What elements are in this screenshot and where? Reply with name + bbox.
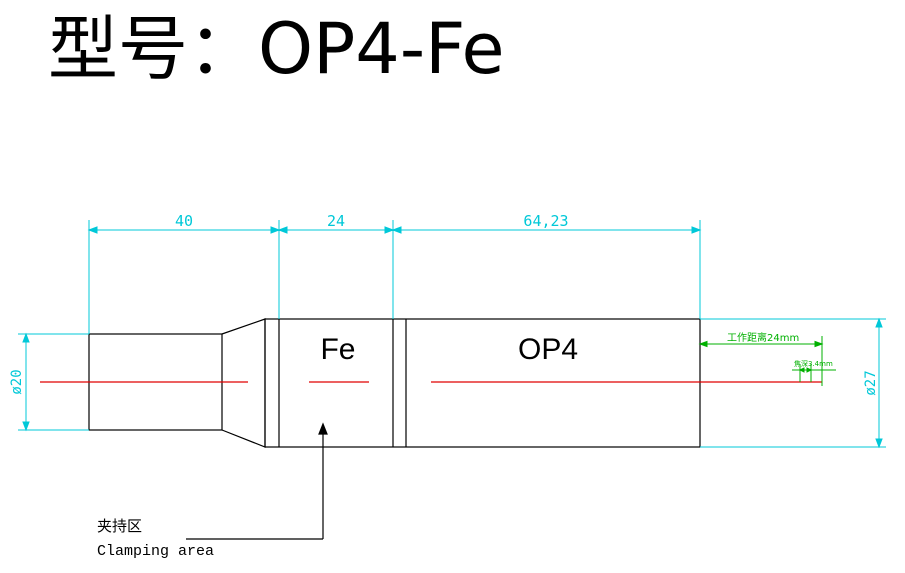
- model-prefix: 型号：: [48, 8, 258, 90]
- clamping-note-cn: 夹持区: [97, 518, 142, 536]
- model-name: OP4-Fe: [258, 8, 505, 90]
- taper-section: [221, 318, 266, 448]
- dim-small-diameter: ø20: [9, 369, 25, 394]
- focus-depth-label: 焦深3.4mm: [794, 359, 833, 368]
- working-distance-label: 工作距离24mm: [727, 331, 799, 344]
- main-body: [264, 318, 701, 448]
- fe-label: Fe: [320, 333, 355, 366]
- right-diameter-dimension: [700, 317, 886, 449]
- dim-large-diameter: ø27: [863, 370, 879, 395]
- op4-label: OP4: [518, 333, 578, 366]
- dim-op4-length: 64,23: [523, 212, 568, 230]
- dim-fe-length: 24: [327, 212, 345, 230]
- clamping-leader: [186, 422, 328, 540]
- dim-clamp-length: 40: [175, 212, 193, 230]
- part-outline: [88, 318, 701, 448]
- model-title: 型号：OP4-Fe: [48, 4, 505, 94]
- working-distance-dimension: [698, 336, 824, 386]
- top-dimensions: [87, 220, 702, 334]
- clamping-note-en: Clamping area: [97, 543, 214, 560]
- focus-depth-dimension: [792, 364, 836, 382]
- left-diameter-dimension: [18, 332, 89, 432]
